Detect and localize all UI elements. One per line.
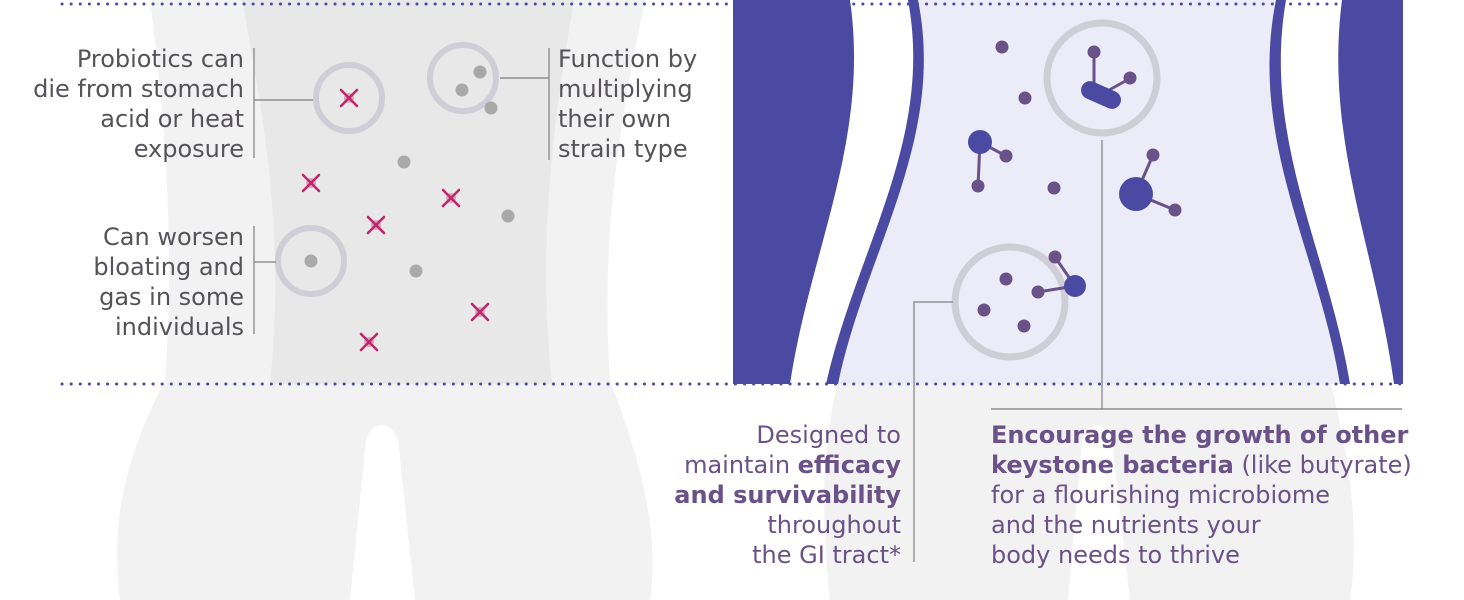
label-keystone-line: and the nutrients your (991, 510, 1412, 540)
label-keystone-line: for a flourishing microbiome (991, 480, 1412, 510)
label-efficacy-line: throughout (674, 510, 901, 540)
label-bloating-line: gas in some (93, 282, 244, 312)
bacteria-dot-icon (305, 255, 318, 268)
label-efficacy-emphasis: and survivability (674, 480, 901, 510)
label-keystone-line: keystone bacteria (like butyrate) (991, 450, 1412, 480)
bacteria-dot-icon (502, 210, 515, 223)
left-torso (242, 0, 574, 384)
right-torso-panel (733, 0, 1403, 384)
label-keystone-emphasis: Encourage the growth of other (991, 420, 1412, 450)
label-efficacy: Designed to maintain efficacy and surviv… (674, 420, 901, 570)
label-efficacy-emphasis: efficacy (798, 451, 901, 479)
bacteria-dot-icon (996, 41, 1009, 54)
bacteria-dot-icon (1000, 273, 1013, 286)
label-survival-line: die from stomach (33, 74, 244, 104)
bacteria-dot-icon (1019, 92, 1032, 105)
left-torso-shape (242, 0, 574, 384)
label-bloating-line: Can worsen (93, 222, 244, 252)
label-survival: Probiotics can die from stomach acid or … (33, 44, 244, 164)
label-survival-line: exposure (33, 134, 244, 164)
label-multiply: Function by multiplying their own strain… (558, 44, 697, 164)
bacteria-dot-icon (410, 265, 423, 278)
label-survival-line: acid or heat (33, 104, 244, 134)
label-multiply-line: strain type (558, 134, 697, 164)
bacteria-dot-icon (978, 304, 991, 317)
label-keystone-emphasis: keystone bacteria (991, 451, 1234, 479)
bacteria-dot-icon (456, 84, 469, 97)
label-keystone-text: (like butyrate) (1234, 451, 1412, 479)
label-multiply-line: Function by (558, 44, 697, 74)
bacteria-dot-icon (1018, 320, 1031, 333)
label-efficacy-line: Designed to (674, 420, 901, 450)
bacteria-dot-icon (1048, 182, 1061, 195)
bacteria-dot-icon (485, 102, 498, 115)
bacteria-dot-icon (474, 66, 487, 79)
label-efficacy-line: the GI tract* (674, 540, 901, 570)
bacteria-dot-icon (398, 156, 411, 169)
label-bloating: Can worsen bloating and gas in some indi… (93, 222, 244, 342)
label-bloating-line: individuals (93, 312, 244, 342)
label-keystone: Encourage the growth of other keystone b… (991, 420, 1412, 570)
label-efficacy-line: maintain efficacy (674, 450, 901, 480)
label-multiply-line: multiplying (558, 74, 697, 104)
label-multiply-line: their own (558, 104, 697, 134)
label-survival-line: Probiotics can (33, 44, 244, 74)
label-keystone-line: body needs to thrive (991, 540, 1412, 570)
label-bloating-line: bloating and (93, 252, 244, 282)
label-efficacy-text: maintain (684, 451, 798, 479)
